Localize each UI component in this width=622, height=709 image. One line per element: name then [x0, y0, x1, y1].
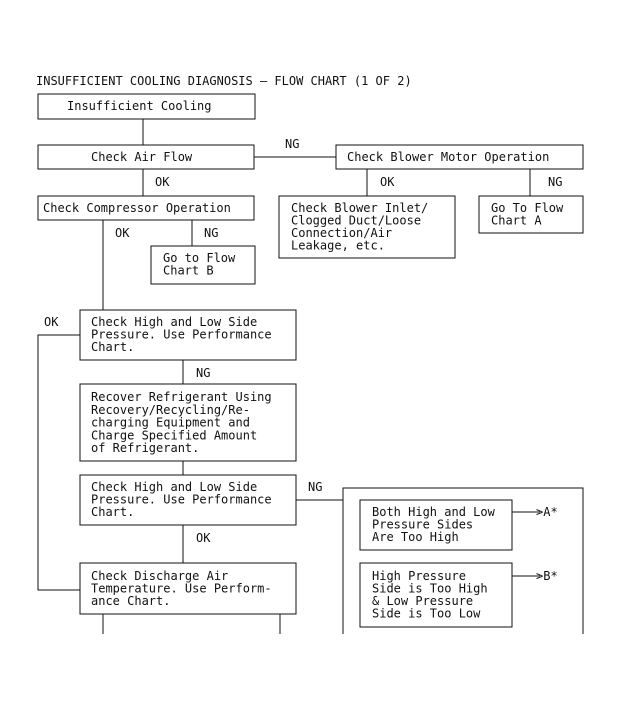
arrow-label-a: >A*	[536, 505, 558, 519]
ng-label-air-flow: NG	[285, 137, 299, 151]
ok-label-air-flow: OK	[155, 175, 170, 189]
check-compressor-box: Check Compressor Operation	[37, 195, 255, 221]
go-to-flow-chart-a-box: Go To Flow Chart A	[478, 195, 584, 234]
go-to-flow-chart-a-text: Go To Flow Chart A	[491, 201, 570, 228]
check-blower-inlet-box: Check Blower Inlet/ Clogged Duct/Loose C…	[278, 195, 456, 259]
recover-refrigerant-box: Recover Refrigerant Using Recovery/Recyc…	[79, 383, 297, 462]
insufficient-cooling-box: Insufficient Cooling	[37, 93, 256, 120]
check-discharge-air-box: Check Discharge Air Temperature. Use Per…	[79, 562, 297, 615]
recover-refrigerant-text: Recover Refrigerant Using Recovery/Recyc…	[91, 390, 279, 455]
high-pressure-side-box: High Pressure Side is Too High & Low Pre…	[359, 562, 513, 628]
ok-label-blower-motor: OK	[380, 175, 395, 189]
check-pressure-text-1: Check High and Low Side Pressure. Use Pe…	[91, 315, 279, 354]
check-pressure-text-2: Check High and Low Side Pressure. Use Pe…	[91, 480, 279, 519]
check-discharge-air-text: Check Discharge Air Temperature. Use Per…	[91, 569, 279, 608]
insufficient-cooling-text: Insufficient Cooling	[67, 99, 212, 113]
go-to-flow-chart-b-box: Go to Flow Chart B	[150, 245, 256, 285]
check-compressor-text: Check Compressor Operation	[43, 201, 231, 215]
connectors	[37, 119, 584, 634]
chart-title: INSUFFICIENT COOLING DIAGNOSIS – FLOW CH…	[36, 74, 412, 88]
ng-label-pressure-1: NG	[196, 366, 210, 380]
ok-label-compressor: OK	[115, 226, 130, 240]
go-to-flow-chart-b-text: Go to Flow Chart B	[163, 251, 242, 278]
check-blower-motor-box: Check Blower Motor Operation	[335, 144, 584, 170]
ng-label-blower-motor: NG	[548, 175, 562, 189]
check-pressure-box-2: Check High and Low Side Pressure. Use Pe…	[79, 474, 297, 526]
arrow-label-b: >B*	[536, 569, 558, 583]
check-pressure-box-1: Check High and Low Side Pressure. Use Pe…	[79, 309, 297, 361]
both-high-low-box: Both High and Low Pressure Sides Are Too…	[359, 499, 513, 551]
both-high-low-text: Both High and Low Pressure Sides Are Too…	[372, 505, 502, 544]
check-blower-inlet-text: Check Blower Inlet/ Clogged Duct/Loose C…	[291, 201, 436, 253]
check-air-flow-box: Check Air Flow	[37, 144, 255, 170]
check-blower-motor-text: Check Blower Motor Operation	[347, 150, 549, 164]
ok-label-loop: OK	[44, 315, 59, 329]
ng-label-pressure-2: NG	[308, 480, 322, 494]
ok-label-pressure-2: OK	[196, 531, 211, 545]
check-air-flow-text: Check Air Flow	[91, 150, 193, 164]
high-pressure-side-text: High Pressure Side is Too High & Low Pre…	[372, 569, 495, 621]
ng-label-compressor: NG	[204, 226, 218, 240]
